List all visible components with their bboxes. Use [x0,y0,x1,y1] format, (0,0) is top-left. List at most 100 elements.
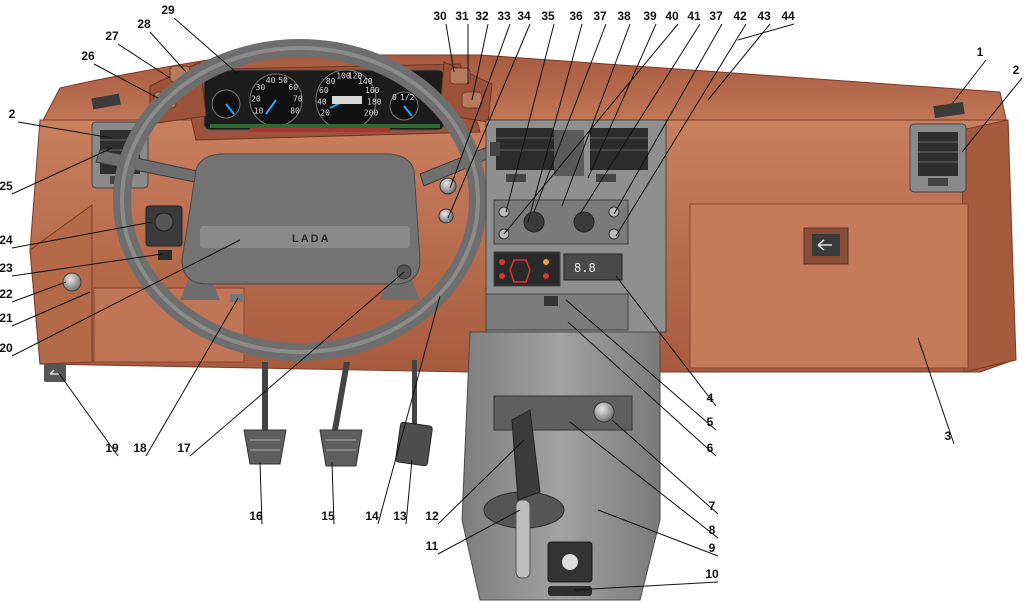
leader-line-18 [145,297,239,457]
callout-41: 41 [687,9,701,23]
leader-line-34 [447,23,531,219]
steering-wheel-hub [181,153,421,285]
callout-16: 16 [249,509,263,523]
leader-line-8 [569,421,719,539]
handbrake-lever [515,499,531,579]
leader-line-13 [405,459,413,525]
speed-tick-label-8: 180 [367,98,382,107]
heater-knob-left [523,211,545,233]
callout-36: 36 [569,9,583,23]
leader-line-32 [471,23,489,101]
rear-window-heater-button [498,206,510,218]
callout-numbers: 1223456789101112131415161718192021222324… [0,3,1020,581]
fuel-mark-empty: 0 [392,93,397,102]
leader-line-15 [331,461,335,525]
console-side-switch [490,142,500,156]
leader-line-26 [93,63,159,99]
leader-line-5 [565,299,717,431]
callout-9: 9 [709,541,716,555]
callout-4: 4 [707,391,714,405]
callout-38: 38 [617,9,631,23]
speed-tick-label-9: 200 [364,109,379,118]
clock-digits: 8.8 [574,261,596,275]
fuse-box-cover [230,294,244,302]
side-window-vent-left [91,93,121,110]
callout-5: 5 [707,415,714,429]
leader-line-20 [11,239,241,357]
steering-wheel: LADA [113,39,487,361]
speed-tick-label-1: 40 [317,98,327,107]
callout-7: 7 [709,499,716,513]
callout-24: 24 [0,233,13,247]
leader-line-24 [11,221,153,249]
leader-line-14 [377,295,441,525]
callout-33: 33 [497,9,511,23]
leader-line-30 [445,23,455,73]
callout-10: 10 [705,567,719,581]
callout-29: 29 [161,3,175,17]
callout-35: 35 [541,9,555,23]
leader-line-42 [615,23,747,237]
wheel-logo: LADA [292,233,331,245]
leader-line-41 [579,23,701,215]
leader-line-6 [567,321,717,457]
callout-15: 15 [321,509,335,523]
leader-line-33 [449,23,511,189]
leader-line-29 [173,17,239,75]
callout-28: 28 [137,17,151,31]
callout-19: 19 [105,441,119,455]
callout-39: 39 [643,9,657,23]
callout-17: 17 [177,441,191,455]
callout-11: 11 [426,539,439,553]
leader-line-38 [561,23,631,207]
callout-1: 1 [977,45,984,59]
rpm-tick-label-4: 50 [278,76,288,85]
callout-37: 37 [709,9,723,23]
speed-tick-label-7: 160 [365,86,380,95]
mirror-control-knob [548,586,592,596]
leader-line-36 [527,23,583,223]
leader-line-19 [57,371,119,457]
speed-tick-label-0: 20 [320,109,330,118]
leader-line-21 [11,291,91,327]
headlight-corrector [145,205,183,260]
callout-43: 43 [757,9,771,23]
callout-6: 6 [707,441,714,455]
speed-tick-label-5: 120 [348,72,363,81]
ignition-lock [62,272,82,292]
leader-line-25 [11,147,113,195]
leader-line-43 [707,23,771,101]
callout-40: 40 [665,9,679,23]
callout-23: 23 [0,261,13,275]
callout-8: 8 [709,523,716,537]
speed-tick-label-4: 100 [336,72,351,81]
leader-line-27 [117,43,171,79]
center-tunnel-console [461,331,661,601]
instrument-light-knob [439,177,457,195]
leader-line-28 [149,31,187,73]
callout-2: 2 [1013,63,1020,77]
leader-line-1 [951,59,987,105]
leader-line-40 [503,23,679,235]
rpm-tick-label-7: 80 [290,107,300,116]
center-console-upper: 8.8 [485,119,667,333]
heater-control-panel [493,199,629,245]
choke-knob [438,208,454,224]
leader-line-12 [437,439,525,525]
leader-line-37 [613,23,723,215]
callout-31: 31 [455,9,469,23]
callout-26: 26 [81,49,95,63]
cigarette-lighter [593,401,615,423]
speed-tick-label-6: 140 [358,77,373,86]
leader-line-23 [11,253,163,277]
leader-line-10 [573,581,719,591]
heater-fan-button [608,228,620,240]
dash-right-end [961,119,1017,373]
callout-37: 37 [593,9,607,23]
leader-line-44 [737,23,795,41]
leader-lines [11,17,1023,591]
rpm-tick-label-2: 30 [256,83,266,92]
